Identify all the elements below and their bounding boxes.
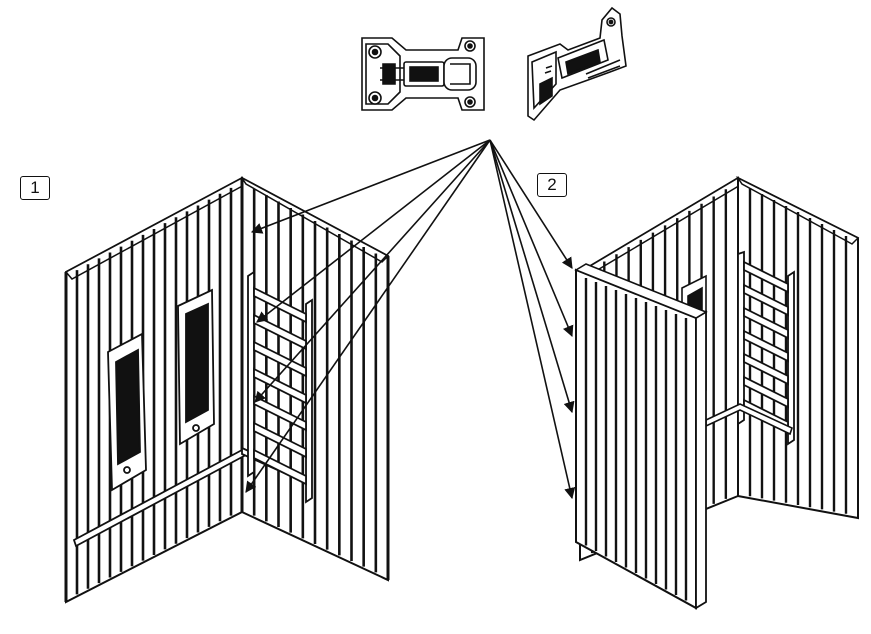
hinge-front-icon [361,37,485,111]
ladder-rung [253,394,307,432]
crown-trim-right-2 [735,176,860,245]
hinge-arrow [489,139,574,338]
ladder-rung [253,448,307,486]
step-1-assembly [64,176,390,604]
ladder-rung [253,340,307,378]
ladder-rung [743,260,789,294]
hinge-arrow [489,139,576,500]
step-1-label: 1 [20,176,50,200]
ladder-rung [253,367,307,405]
hinge-arrow [250,139,491,234]
hinge-location-arrows [245,139,576,500]
heater-panel-right [177,288,215,446]
hinge-arrow [489,139,575,414]
hinge-side-icon [527,6,627,122]
heater-panel-left [107,332,147,492]
step-2-assembly [574,176,860,610]
ladder-rung [253,421,307,459]
backrest-ladder-2 [737,250,795,446]
ladder-rung [743,329,789,363]
ladder-rung [253,313,307,351]
step-2-label: 2 [537,173,567,197]
ladder-rung [743,306,789,340]
ladder-rung [743,352,789,386]
hinge-arrow [489,139,573,269]
backrest-rail-left [72,448,246,548]
hinge-arrow [254,139,491,403]
ladder-rung [743,375,789,409]
hinge-arrow [245,139,491,493]
front-wall-top-2 [574,263,708,319]
ladder-rung [743,283,789,317]
hinge-arrow [256,139,491,323]
backrest-ladder [247,270,313,504]
front-wall-edge-2 [695,310,707,610]
